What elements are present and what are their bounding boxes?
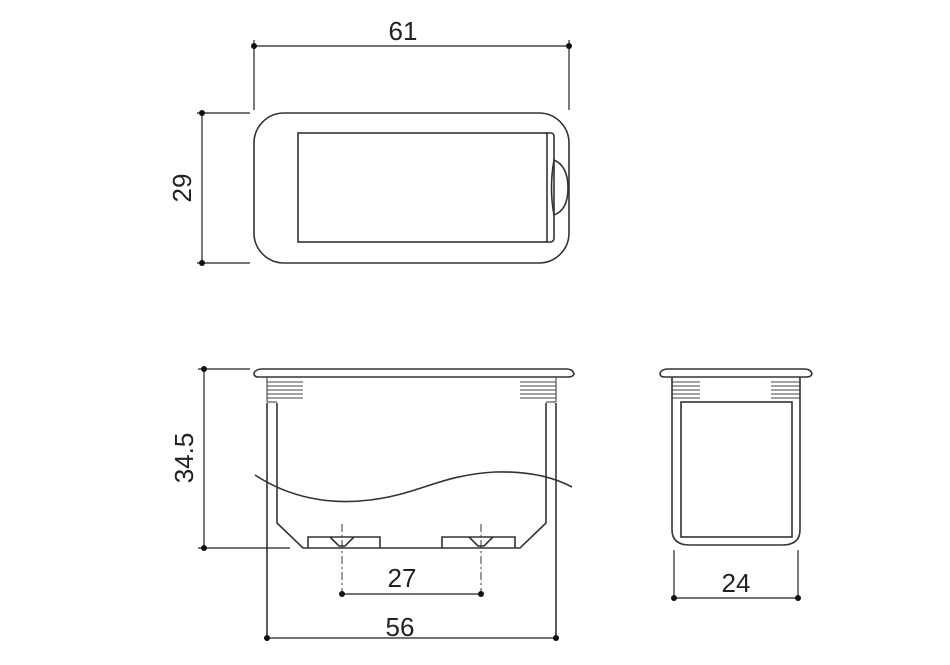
top-outer-outline	[253, 112, 570, 264]
top-opening	[297, 132, 548, 243]
side-flange	[659, 368, 813, 378]
front-body	[276, 403, 547, 549]
dim-label-61: 61	[389, 16, 418, 46]
dimension-side-width: 24	[671, 550, 801, 601]
side-view	[659, 368, 813, 546]
dim-label-24: 24	[722, 568, 751, 598]
foot-right	[441, 536, 516, 548]
front-flange	[253, 368, 575, 378]
dim-label-34-5: 34.5	[169, 433, 199, 484]
front-threads-right	[520, 377, 557, 403]
lid-edge	[545, 132, 555, 243]
side-inner	[680, 401, 793, 538]
foot-left	[307, 536, 381, 548]
lid-knob	[550, 158, 569, 217]
dimension-hole-spacing: 27	[339, 563, 484, 597]
front-threads-left	[266, 377, 303, 403]
dimension-top-width: 61	[251, 16, 572, 110]
side-body	[671, 377, 801, 546]
front-view	[253, 368, 575, 640]
dimension-front-width: 56	[264, 612, 559, 642]
top-view	[253, 112, 570, 264]
dimension-front-height: 34.5	[169, 366, 290, 551]
dim-label-29: 29	[167, 174, 197, 203]
break-line	[254, 471, 573, 503]
dimension-top-height: 29	[167, 110, 250, 266]
dim-label-56: 56	[386, 612, 415, 642]
side-threads	[672, 381, 800, 399]
dim-label-27: 27	[388, 563, 417, 593]
